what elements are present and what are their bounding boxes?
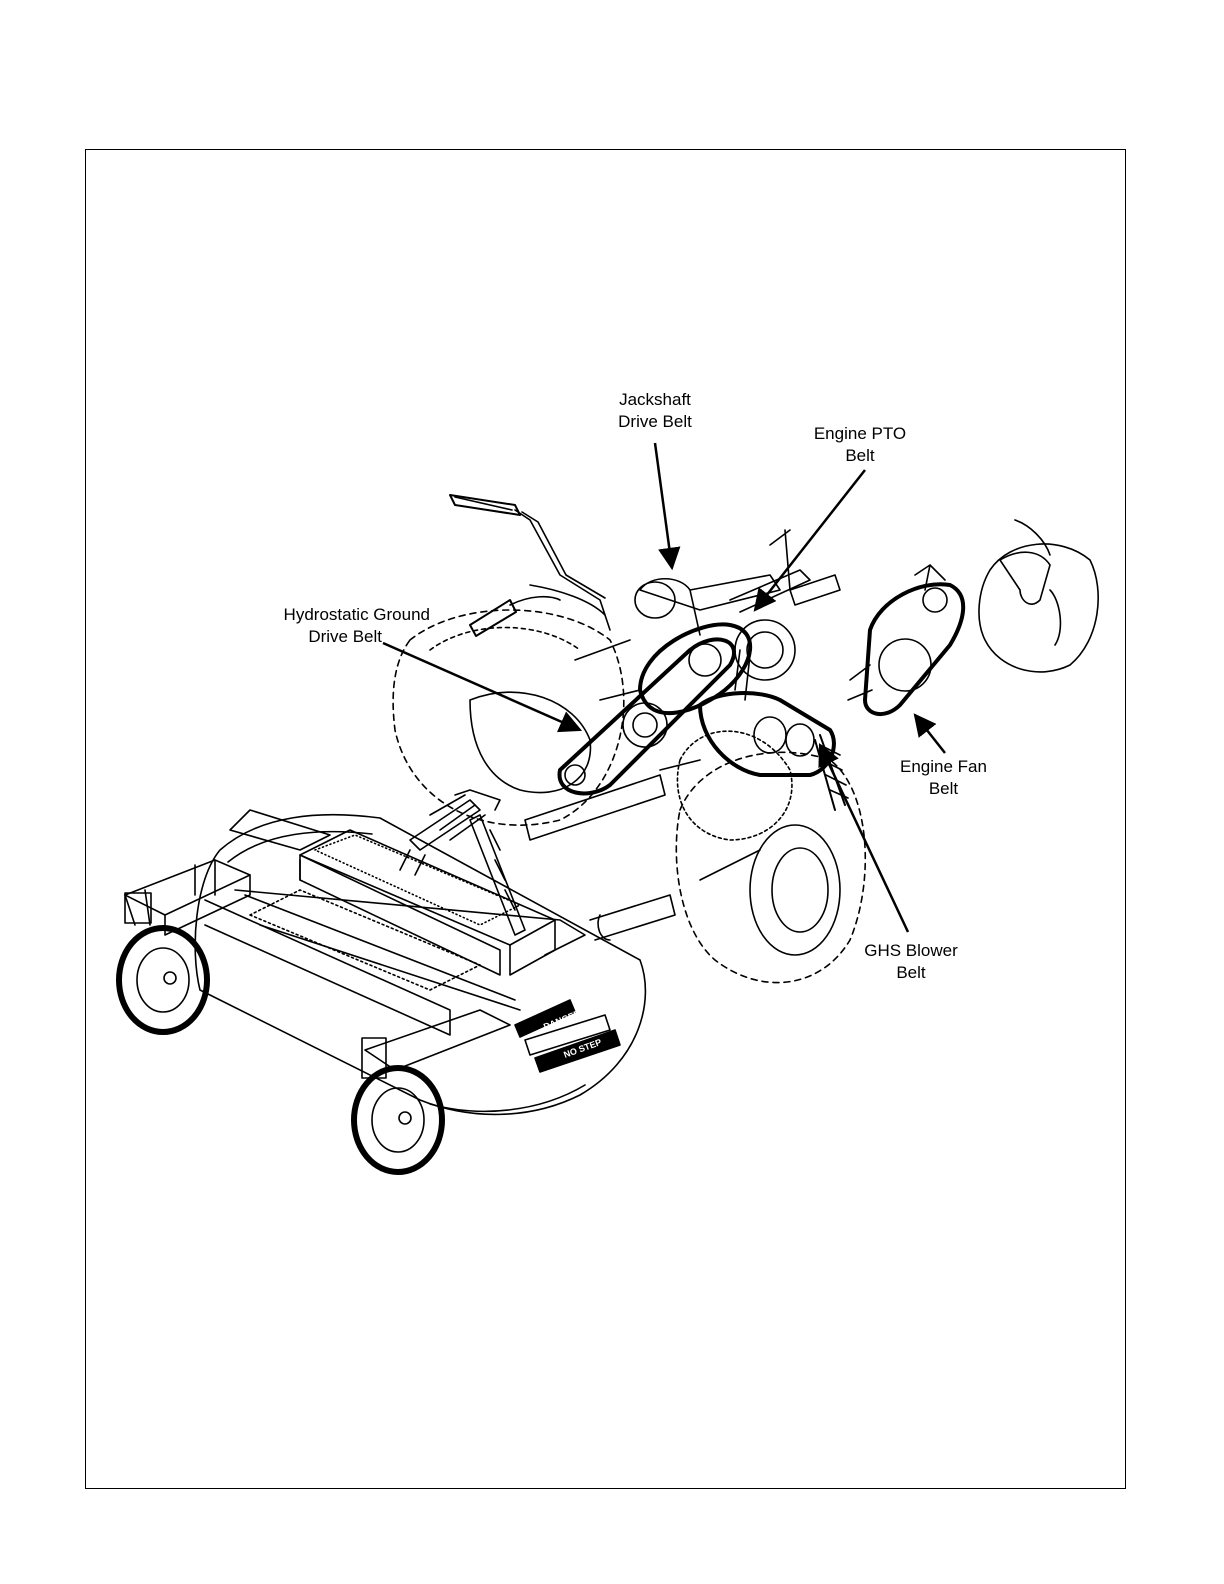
label-ghs-blower-line2: Belt <box>850 962 972 984</box>
label-engine-fan-belt: Engine Fan Belt <box>886 756 1001 800</box>
mower-deck <box>195 810 645 1114</box>
engine-fan-leader <box>915 715 945 753</box>
label-hydrostatic-line2: Drive Belt <box>245 626 430 648</box>
steering-handle <box>450 495 610 636</box>
danger-decal <box>515 1000 620 1072</box>
engine-fan-belt <box>848 565 963 714</box>
label-jackshaft-line1: Jackshaft <box>605 389 705 411</box>
label-engine-pto-line2: Belt <box>800 445 920 467</box>
hydrostatic-belt <box>560 639 735 793</box>
label-engine-fan-line2: Belt <box>886 778 1001 800</box>
label-hydrostatic-ground-drive-belt: Hydrostatic Ground Drive Belt <box>245 604 430 648</box>
rear-right-wheel <box>676 752 865 982</box>
axle-tube <box>525 775 675 940</box>
deck-frame <box>125 855 585 1070</box>
chassis-lines <box>530 585 700 770</box>
engine-pto-leader <box>755 470 865 610</box>
label-engine-pto-belt: Engine PTO Belt <box>800 423 920 467</box>
front-left-caster <box>119 890 207 1032</box>
label-engine-fan-line1: Engine Fan <box>886 756 1001 778</box>
label-jackshaft-drive-belt: Jackshaft Drive Belt <box>605 389 705 433</box>
blower-assembly <box>677 693 848 840</box>
hydrostatic-leader <box>383 643 580 730</box>
label-engine-pto-line1: Engine PTO <box>800 423 920 445</box>
label-ghs-blower-line1: GHS Blower <box>850 940 972 962</box>
jackshaft-leader <box>655 443 672 568</box>
label-hydrostatic-line1: Hydrostatic Ground <box>245 604 430 626</box>
label-ghs-blower-belt: GHS Blower Belt <box>850 940 972 984</box>
engine-shroud <box>979 520 1098 672</box>
front-right-caster <box>354 1038 442 1172</box>
label-jackshaft-line2: Drive Belt <box>605 411 705 433</box>
